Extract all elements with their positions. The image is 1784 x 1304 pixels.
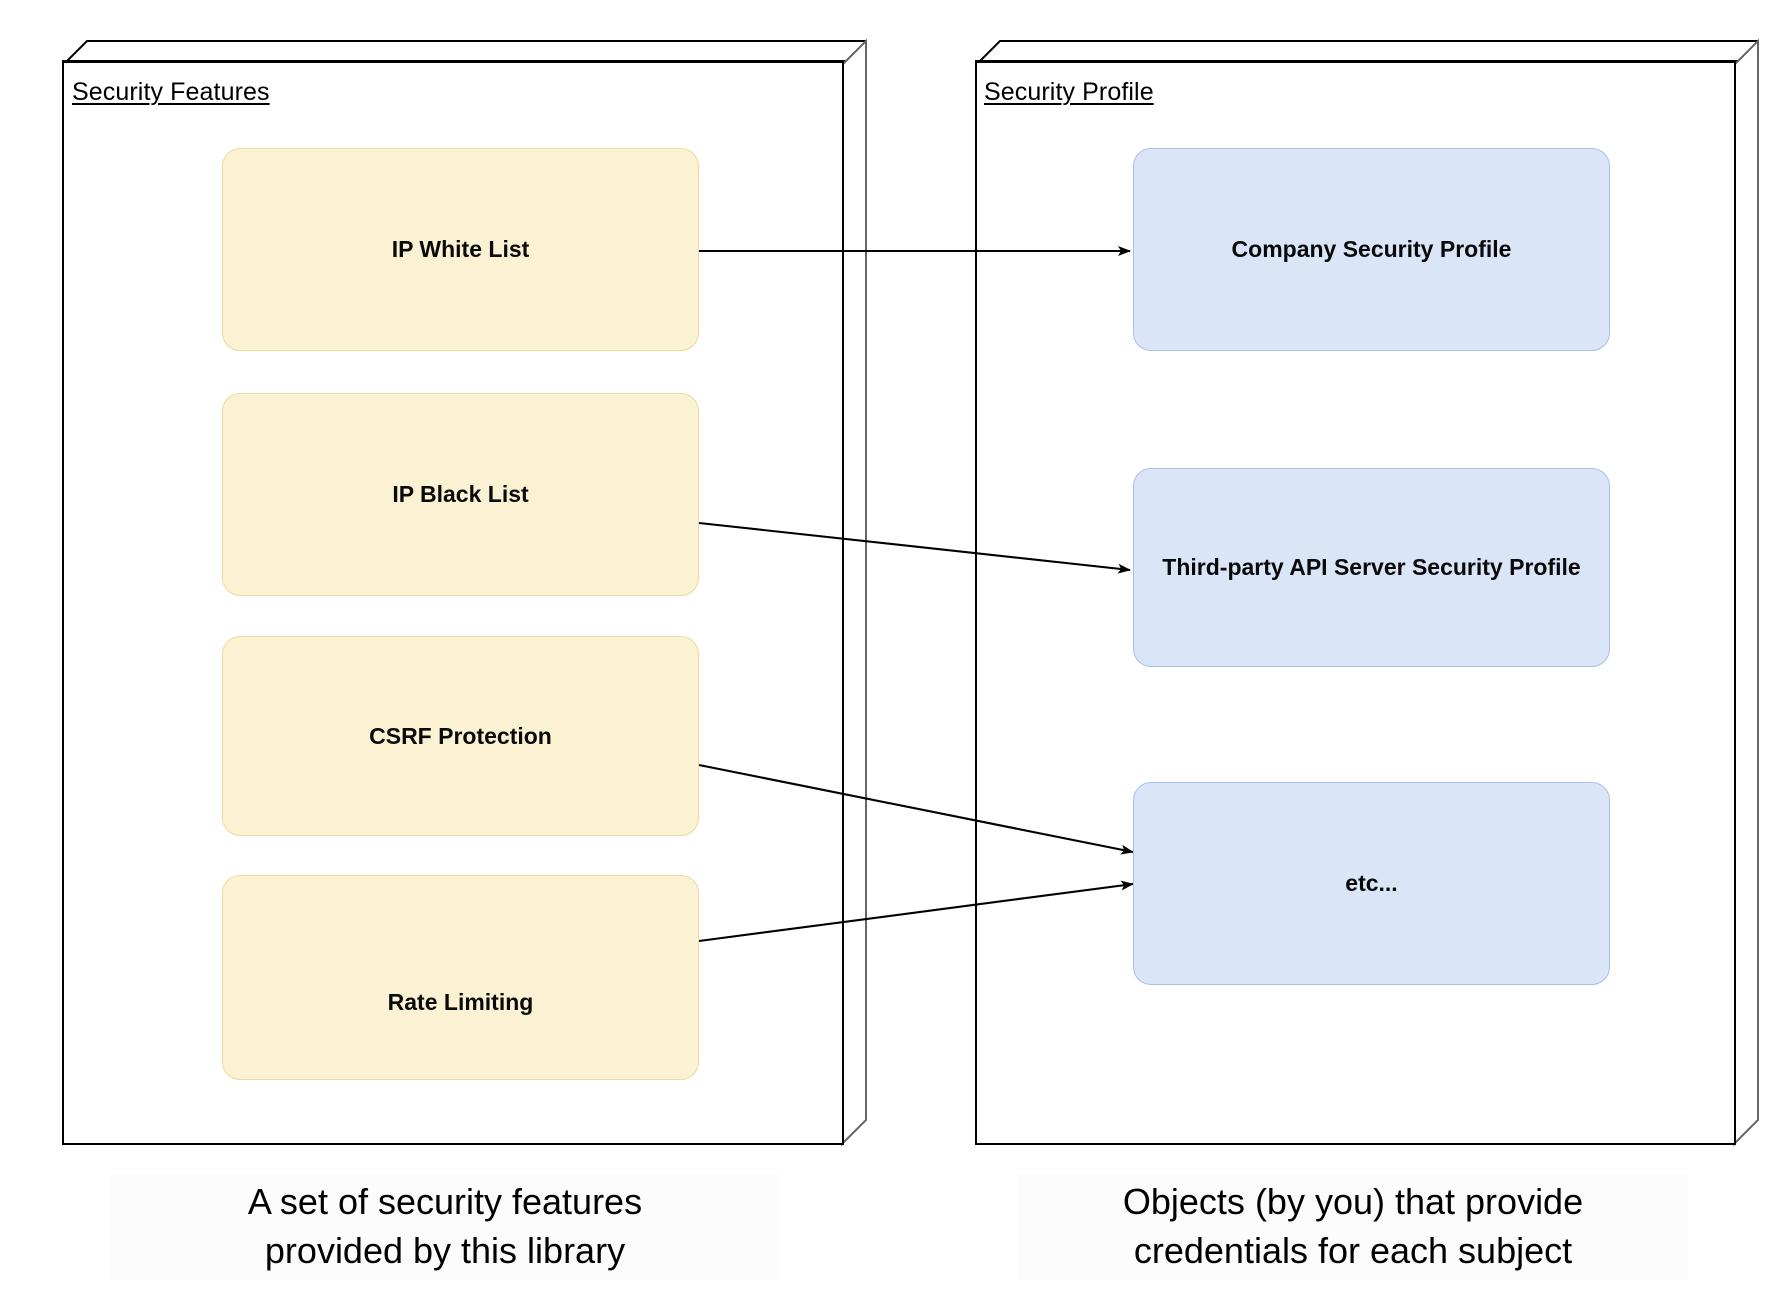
node-ip-white-list-label: IP White List: [391, 236, 530, 263]
caption-security-profile-line1: Objects (by you) that provide: [1122, 1181, 1584, 1222]
caption-security-features-line2: provided by this library: [264, 1229, 626, 1271]
connector-csrf-protection-to-etc-profile: [698, 763, 1134, 855]
caption-security-profile: Objects (by you) that provide credential…: [1018, 1174, 1688, 1280]
node-ip-black-list[interactable]: IP Black List: [222, 393, 699, 596]
connector-ip-black-list-to-third-party-api-profile: [698, 521, 1131, 574]
caption-security-profile-line2: credentials for each subject: [1133, 1229, 1573, 1271]
node-csrf-protection-label: CSRF Protection: [369, 722, 552, 749]
node-ip-black-list-label: IP Black List: [392, 481, 529, 508]
node-rate-limiting-label: Rate Limiting: [387, 988, 534, 1015]
node-third-party-api-profile[interactable]: Third-party API Server Security Profile: [1133, 468, 1610, 667]
group-title-security-profile: Security Profile: [984, 78, 1154, 106]
caption-security-features: A set of security features provided by t…: [110, 1174, 780, 1280]
node-csrf-protection[interactable]: CSRF Protection: [222, 636, 699, 836]
node-rate-limiting[interactable]: Rate Limiting: [222, 875, 699, 1080]
connector-layer: [698, 246, 1134, 943]
node-etc-profile[interactable]: etc...: [1133, 782, 1610, 985]
node-company-security-profile-label: Company Security Profile: [1231, 236, 1512, 263]
caption-security-features-line1: A set of security features: [247, 1181, 643, 1222]
group-title-security-features: Security Features: [72, 78, 270, 106]
node-company-security-profile[interactable]: Company Security Profile: [1133, 148, 1610, 351]
connector-rate-limiting-to-etc-profile: [698, 880, 1134, 943]
node-etc-profile-label: etc...: [1345, 870, 1398, 897]
node-ip-white-list[interactable]: IP White List: [222, 148, 699, 351]
node-third-party-api-profile-label: Third-party API Server Security Profile: [1162, 554, 1581, 581]
